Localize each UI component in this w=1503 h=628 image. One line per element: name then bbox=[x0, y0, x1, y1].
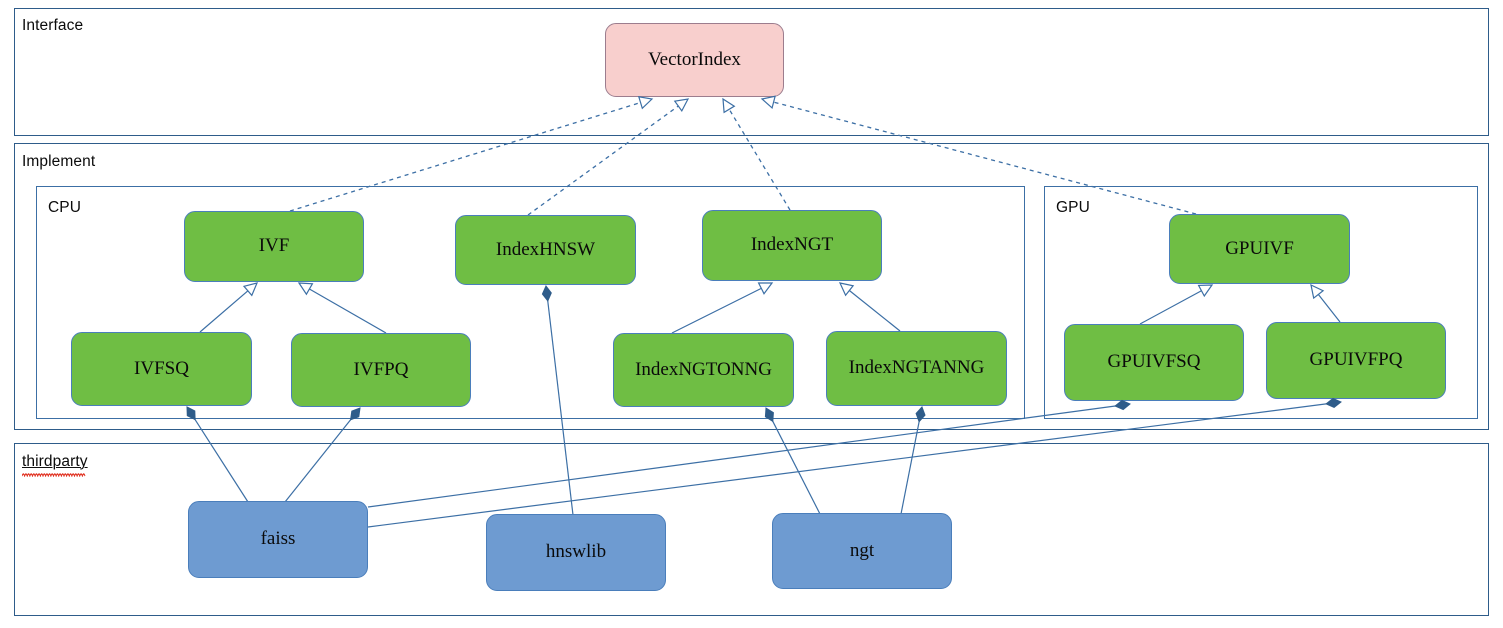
class-node-label: GPUIVF bbox=[1225, 237, 1294, 259]
class-node-vectorindex[interactable]: VectorIndex bbox=[605, 23, 784, 97]
class-node-label: faiss bbox=[260, 528, 296, 550]
class-node-ivfpq[interactable]: IVFPQ bbox=[291, 333, 471, 407]
class-node-label: IndexNGTONNG bbox=[635, 358, 772, 380]
class-node-gpuivfpq[interactable]: GPUIVFPQ bbox=[1266, 322, 1446, 399]
class-node-label: IndexHNSW bbox=[495, 238, 596, 260]
class-node-label: IVF bbox=[258, 235, 290, 257]
class-node-ngt[interactable]: ngt bbox=[772, 513, 952, 589]
frame-label-thirdparty: thirdparty bbox=[22, 453, 88, 477]
class-node-indexngt[interactable]: IndexNGT bbox=[702, 210, 882, 281]
class-node-label: IndexNGTANNG bbox=[848, 357, 985, 379]
class-node-gpuivfsq[interactable]: GPUIVFSQ bbox=[1064, 324, 1244, 401]
class-node-ivfsq[interactable]: IVFSQ bbox=[71, 332, 252, 406]
class-node-faiss[interactable]: faiss bbox=[188, 501, 368, 578]
frame-label-implement: Implement bbox=[22, 153, 96, 170]
class-node-gpuivf[interactable]: GPUIVF bbox=[1169, 214, 1350, 284]
frame-label-thirdparty-text: thirdparty bbox=[22, 453, 88, 470]
class-node-indexhnsw[interactable]: IndexHNSW bbox=[455, 215, 636, 285]
class-node-label: hnswlib bbox=[545, 541, 607, 563]
class-node-label: GPUIVFSQ bbox=[1107, 351, 1201, 373]
class-node-hnswlib[interactable]: hnswlib bbox=[486, 514, 666, 591]
frame-label-cpu: CPU bbox=[48, 199, 82, 216]
class-node-label: GPUIVFPQ bbox=[1309, 349, 1403, 371]
class-node-label: IVFPQ bbox=[353, 358, 409, 380]
class-node-indexngtonng[interactable]: IndexNGTONNG bbox=[613, 333, 794, 407]
class-node-indexngtanng[interactable]: IndexNGTANNG bbox=[826, 331, 1007, 406]
class-node-label: VectorIndex bbox=[648, 48, 741, 70]
frame-label-interface: Interface bbox=[22, 17, 84, 34]
frame-label-gpu: GPU bbox=[1056, 199, 1090, 216]
class-node-ivf[interactable]: IVF bbox=[184, 211, 364, 282]
class-node-label: IVFSQ bbox=[134, 357, 189, 379]
class-node-label: ngt bbox=[849, 539, 875, 561]
class-node-label: IndexNGT bbox=[750, 234, 834, 256]
